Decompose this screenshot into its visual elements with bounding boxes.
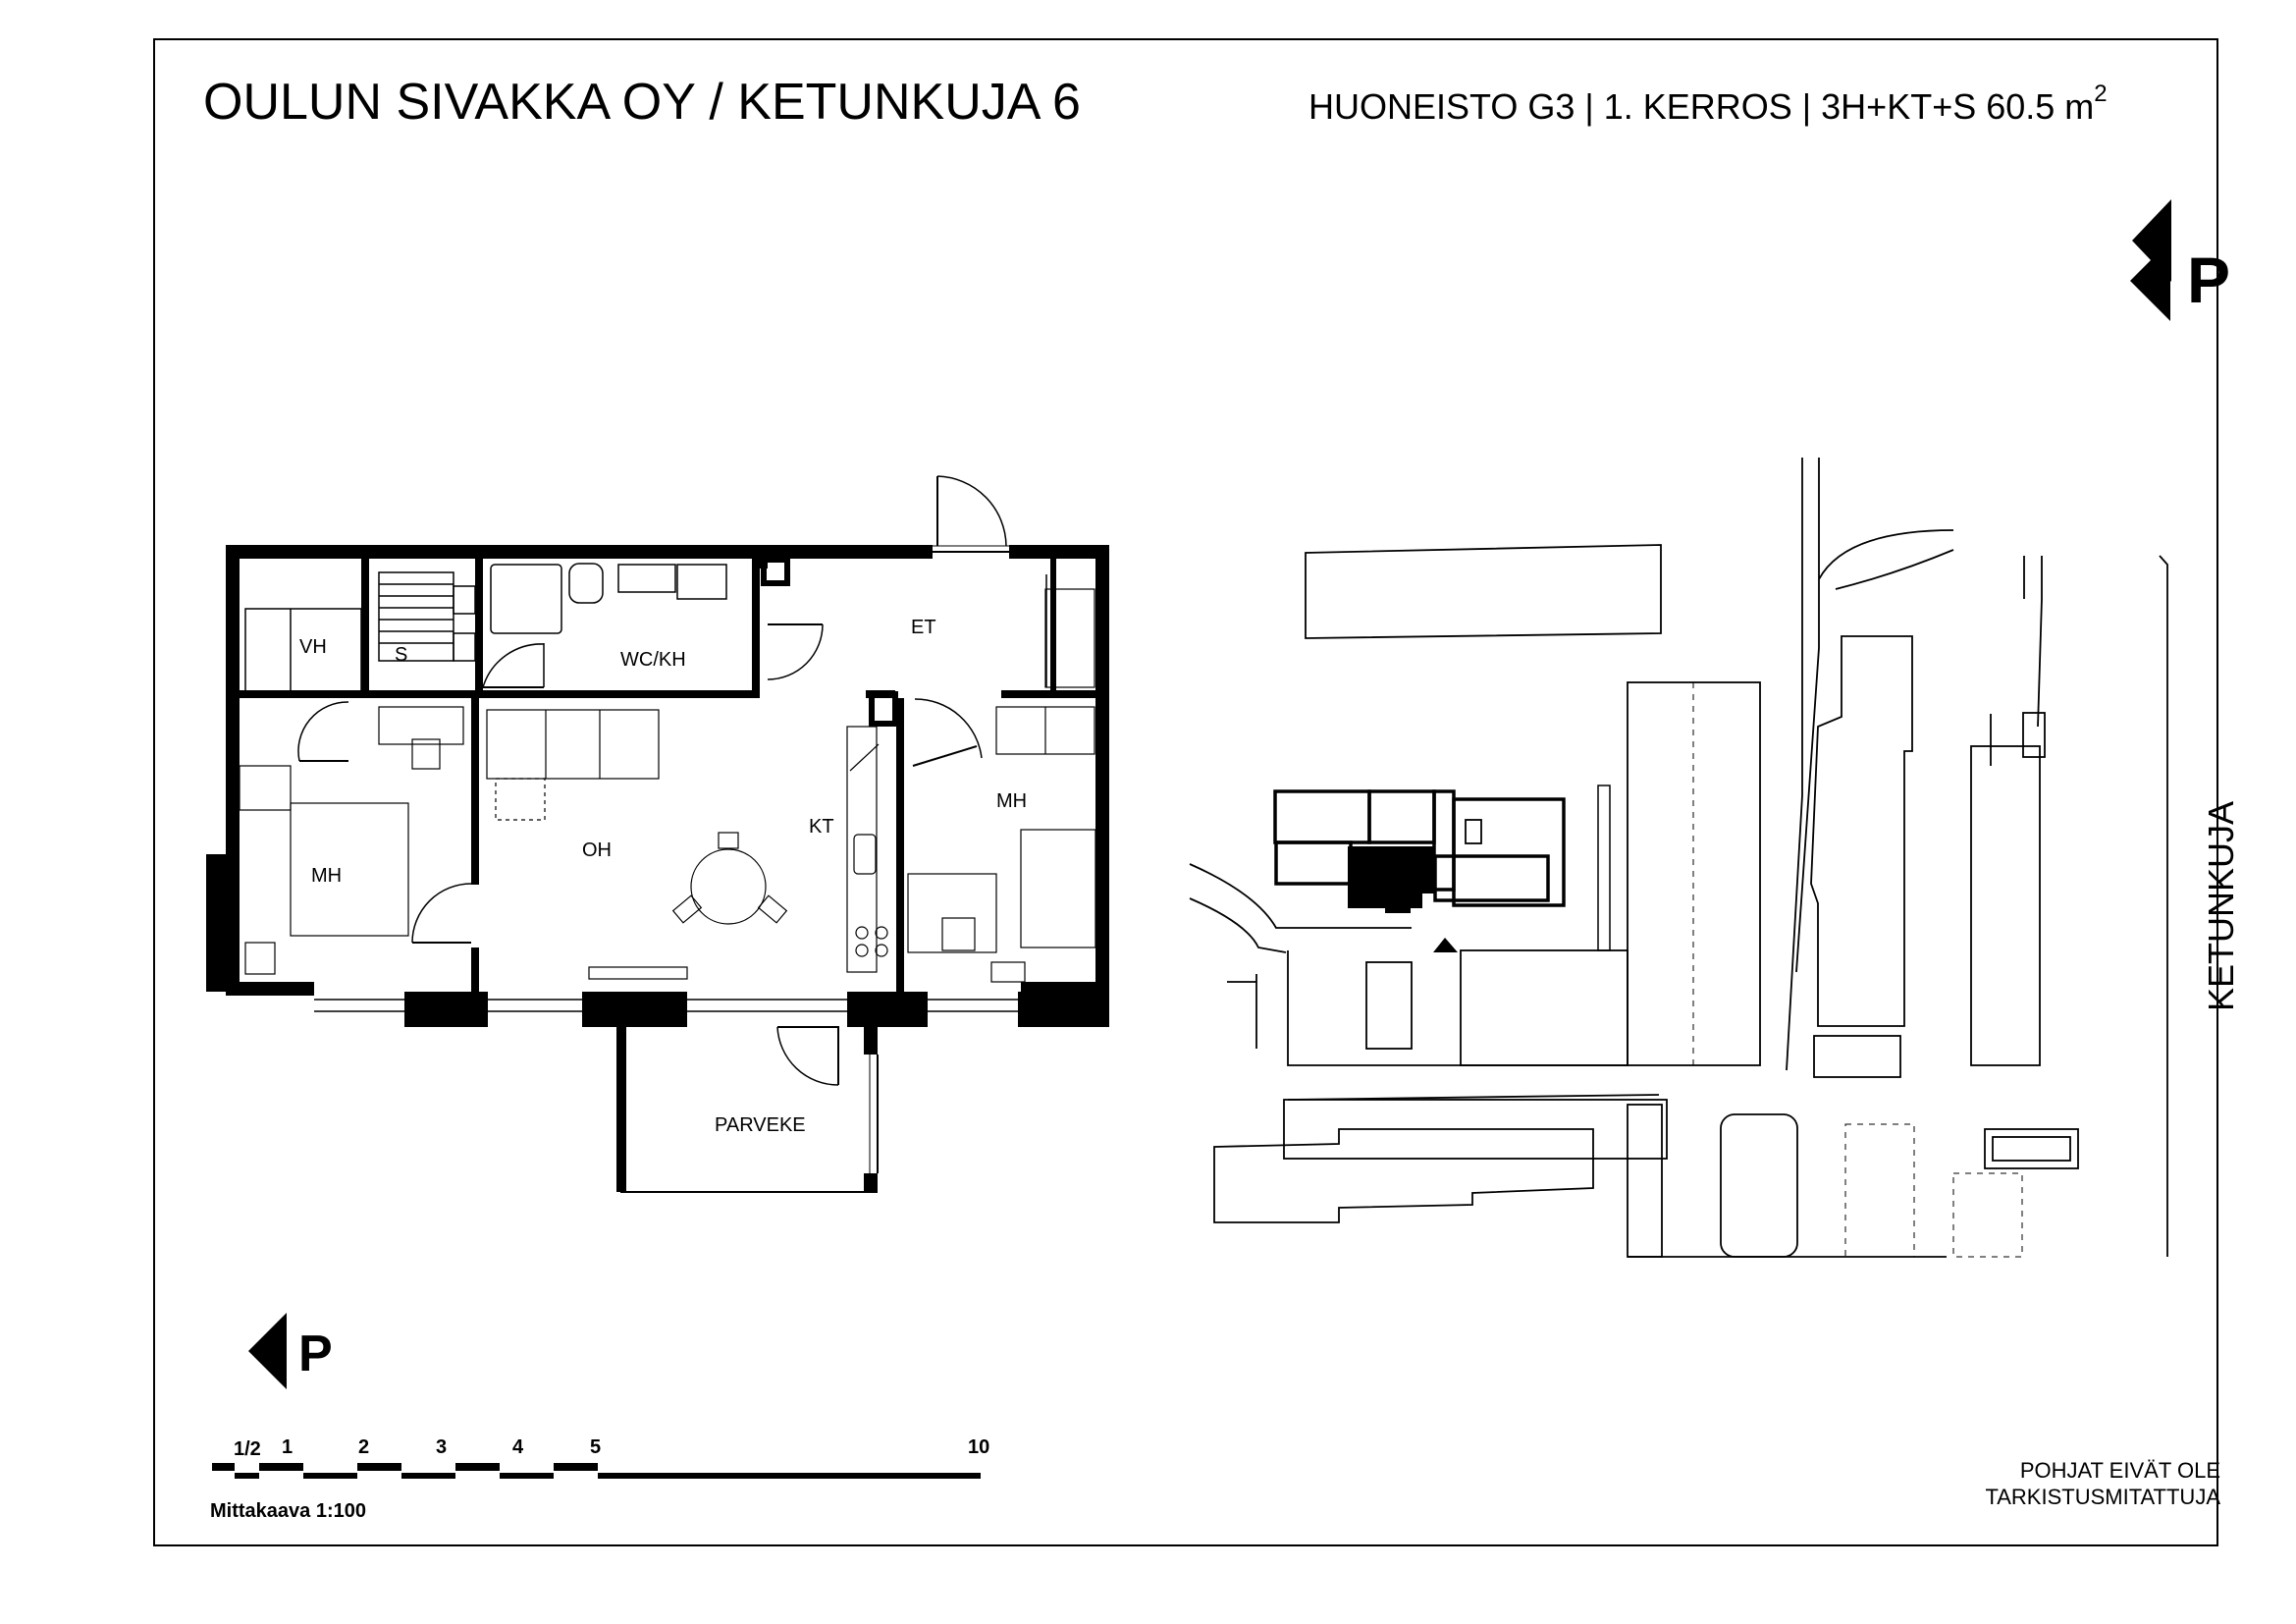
interior-walls	[240, 559, 1095, 993]
south-windows	[314, 999, 1018, 1012]
north-arrow-icon-small	[248, 1313, 287, 1389]
page-frame	[153, 38, 2218, 1546]
room-label-vh: VH	[299, 636, 327, 658]
site-plan: KETUNKUJA	[1189, 458, 2241, 1258]
scale-caption: Mittakaava 1:100	[210, 1500, 366, 1522]
kitchen-counter	[846, 726, 888, 973]
scale-bar: 1/2 1 2 3 4 5 10 Mittakaava 1:100	[210, 1436, 989, 1522]
entrance-marker-icon	[1433, 938, 1458, 952]
street-label: KETUNKUJA	[2201, 801, 2241, 1011]
apartment-info: HUONEISTO G3 | 1. KERROS | 3H+KT+S 60.5 …	[1308, 81, 2108, 127]
room-label-s: S	[395, 644, 407, 666]
room-label-kt: KT	[809, 816, 834, 838]
room-label-oh: OH	[582, 839, 612, 861]
room-label-parveke: PARVEKE	[715, 1114, 806, 1136]
disclaimer-line-1: POHJAT EIVÄT OLE	[2020, 1458, 2220, 1483]
balcony	[616, 1026, 879, 1193]
scale-label-1: 1	[282, 1436, 293, 1458]
bedroom-left-furniture	[239, 706, 464, 975]
scale-label-5: 5	[590, 1436, 601, 1458]
north-arrow-top: P	[2130, 199, 2230, 321]
scale-label-3: 3	[436, 1436, 447, 1458]
disclaimer: POHJAT EIVÄT OLE TARKISTUSMITATTUJA	[1985, 1458, 2220, 1509]
outer-walls	[206, 545, 1109, 1027]
north-arrow-label-small: P	[298, 1326, 333, 1382]
room-label-mh-right: MH	[996, 790, 1027, 812]
room-label-wc-kh: WC/KH	[620, 649, 686, 671]
scale-label-2: 2	[358, 1436, 369, 1458]
scale-label-half: 1/2	[234, 1438, 261, 1460]
north-arrow-label: P	[2187, 244, 2230, 316]
bedroom-right-furniture	[907, 706, 1096, 983]
scale-label-4: 4	[512, 1436, 524, 1458]
apartment-floor-plan: VH S WC/KH ET MH OH KT MH PARVEKE	[206, 475, 1109, 1193]
bathroom-fixtures	[490, 563, 727, 687]
room-label-et: ET	[911, 617, 936, 638]
disclaimer-line-2: TARKISTUSMITATTUJA	[1985, 1485, 2220, 1509]
scale-label-10: 10	[968, 1436, 989, 1458]
living-room-furniture	[486, 709, 788, 980]
north-arrow-bottom: P	[248, 1313, 333, 1389]
sauna-benches	[378, 571, 476, 662]
project-title: OULUN SIVAKKA OY / KETUNKUJA 6	[203, 74, 1081, 131]
room-label-mh-left: MH	[311, 865, 342, 887]
